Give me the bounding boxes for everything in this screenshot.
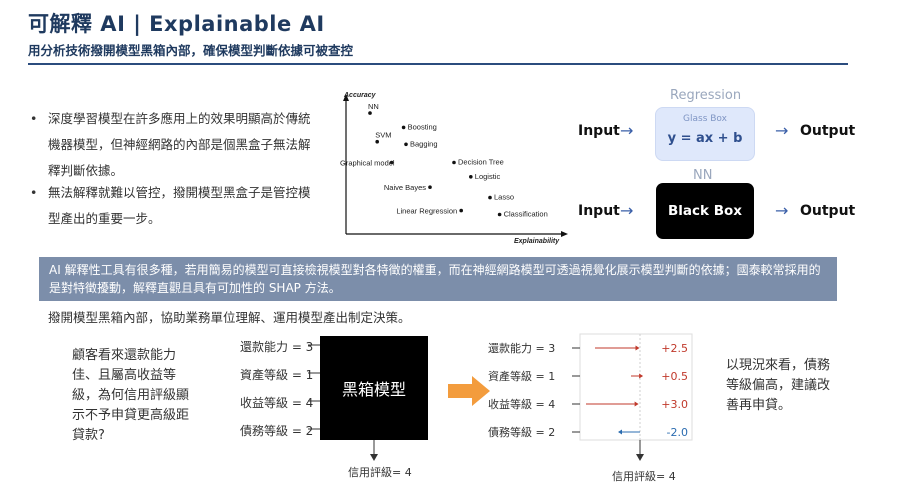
input-label-nn: Input (578, 203, 620, 219)
scatter-label-10: Linear Regression (396, 207, 457, 216)
scatter-label-2: Boosting (408, 122, 437, 131)
shap-feature-label-2: 資產等級 = 1 (488, 369, 555, 383)
shap-feature-label-4: 債務等級 = 2 (488, 425, 555, 439)
bullet-text-1: 深度學習模型在許多應用上的效果明顯高於傳統機器模型，但神經網路的內部是個黑盒子無… (48, 111, 311, 178)
shap-value-4: -2.0 (667, 426, 688, 439)
arrow-right-icon: → (620, 201, 634, 220)
chart-y-label: Accuracy (343, 92, 377, 99)
credit-rating-result-left: 信用評級= 4 (348, 466, 412, 479)
info-banner: AI 解釋性工具有很多種，若用簡易的模型可直接檢視模型對各特徵的權重，而在神經網… (39, 257, 837, 301)
conclusion-text: 以現況來看，債務等級偏高，建議改善再申貸。 (726, 358, 831, 413)
feature-label-1: 還款能力 = 3 (240, 340, 314, 354)
scatter-label-7: Logistic (475, 172, 501, 181)
scatter-point-8 (428, 185, 432, 189)
shap-arrowhead-icon (634, 401, 639, 407)
arrow-right-icon: → (775, 121, 789, 140)
feature-label-3: 收益等級 = 4 (240, 396, 314, 410)
page-title: 可解釋 AI | Explainable AI (28, 12, 325, 36)
down-arrow-icon (370, 440, 378, 461)
scatter-point-9 (488, 195, 492, 200)
credit-rating-result-right: 信用評級= 4 (612, 470, 676, 483)
shap-feature-label-1: 還款能力 = 3 (488, 341, 555, 355)
header-divider (28, 63, 848, 65)
glass-box-label: Glass Box (683, 114, 727, 124)
input-label-regression: Input (578, 123, 620, 139)
y-axis-arrow-icon (343, 94, 349, 101)
scatter-point-2 (401, 125, 406, 130)
scatter-label-9: Lasso (494, 193, 514, 202)
down-arrow-icon (636, 440, 644, 461)
arrow-right-icon: → (620, 121, 634, 140)
shap-arrowhead-icon (635, 345, 640, 351)
feature-label-4: 債務等級 = 2 (240, 424, 314, 438)
nn-label: NN (693, 168, 713, 183)
shap-frame (579, 333, 693, 441)
bullet-text-2: 無法解釋就難以管控，撥開模型黑盒子是管控模型產出的重要一步。 (48, 185, 311, 226)
scatter-label-3: SVM (375, 131, 391, 140)
bullet-item-2: • 無法解釋就難以管控，撥開模型黑盒子是管控模型產出的重要一步。 (30, 180, 316, 232)
x-axis-arrow-icon (561, 231, 568, 237)
scatter-point-3 (375, 139, 379, 144)
customer-question: 顧客看來還款能力佳、且屬高收益等級，為何信用評級顯示不予申貸更高級距貸款? (72, 348, 190, 443)
arrow-right-icon: → (775, 201, 789, 220)
bullet-dot-icon: • (30, 111, 38, 126)
orange-arrow-icon (448, 376, 490, 406)
page-subtitle: 用分析技術撥開模型黑箱內部，確保模型判斷依據可被查控 (28, 43, 354, 58)
shap-value-1: +2.5 (661, 342, 688, 355)
output-label-nn: Output (800, 203, 856, 219)
black-box-model: 黑箱模型 (320, 336, 428, 440)
scatter-label-5: Graphical model (340, 159, 395, 168)
scatter-point-5 (389, 160, 394, 165)
shap-explanation-chart: 還款能力 = 3 +2.5 資產等級 = 1 +0.5 收益等級 = 4 +3.0 債務等級… (488, 333, 693, 441)
scatter-point-4 (404, 142, 408, 147)
scatter-label-1: NN (368, 102, 379, 111)
glass-box: Glass Box y = ax + b (655, 107, 755, 161)
scatter-label-8: Naive Bayes (384, 183, 426, 192)
scatter-point-6 (452, 160, 456, 165)
scatter-point-1 (368, 111, 372, 115)
shap-feature-label-3: 收益等級 = 4 (488, 397, 555, 411)
output-label-regression: Output (800, 123, 856, 139)
shap-arrowhead-icon (639, 373, 644, 379)
shap-value-3: +3.0 (661, 398, 688, 411)
feature-label-2: 資產等級 = 1 (240, 368, 314, 382)
feature-ticks (308, 344, 320, 430)
shap-arrowhead-icon (618, 429, 622, 435)
scatter-point-7 (469, 175, 473, 179)
chart-x-label: Explainability (514, 238, 560, 245)
shap-value-2: +0.5 (661, 370, 688, 383)
scatter-point-10 (459, 208, 463, 213)
black-box: Black Box (656, 183, 754, 239)
regression-label: Regression (670, 88, 742, 103)
regression-equation: y = ax + b (667, 131, 743, 146)
scatter-point-11 (497, 212, 502, 217)
scatter-label-11: Classification (504, 210, 548, 219)
bullet-item-1: • 深度學習模型在許多應用上的效果明顯高於傳統機器模型，但神經網路的內部是個黑盒… (30, 106, 316, 184)
section-statement: 撥開模型黑箱內部，協助業務單位理解、運用模型產出制定決策。 (48, 310, 411, 325)
scatter-label-6: Decision Tree (458, 158, 504, 167)
scatter-label-4: Bagging (410, 139, 438, 148)
bullet-dot-icon: • (30, 185, 38, 200)
